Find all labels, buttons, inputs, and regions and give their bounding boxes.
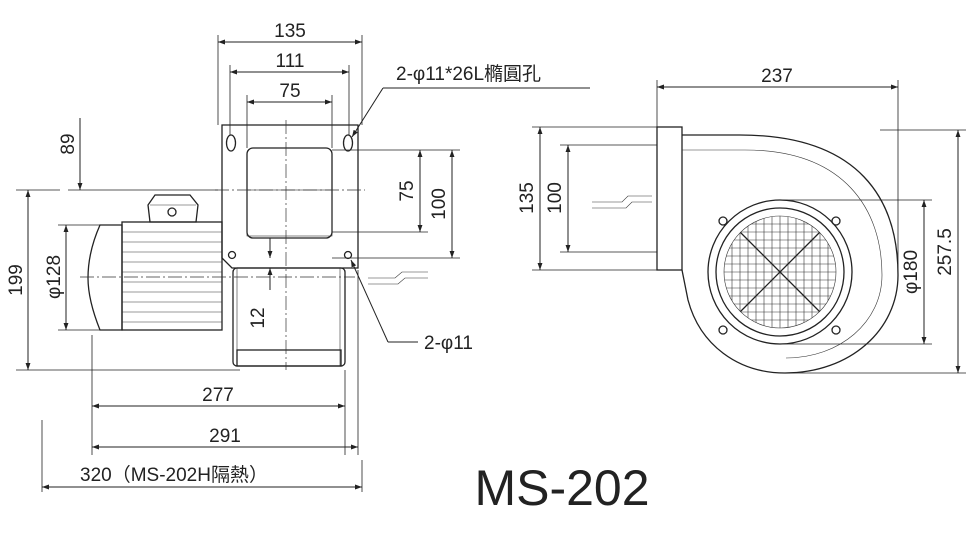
dim-phi180: φ180	[901, 250, 922, 294]
dim-135-right: 135	[517, 182, 538, 214]
side-view	[592, 126, 899, 374]
round-hole-note: 2-φ11	[424, 333, 473, 354]
front-view-dimensions	[16, 35, 590, 492]
dim-320: 320（MS-202H隔熱）	[80, 464, 268, 486]
dim-89: 89	[58, 133, 79, 154]
dim-12: 12	[248, 307, 269, 328]
inlet-mesh	[724, 216, 836, 328]
dim-277: 277	[202, 385, 234, 406]
dim-291: 291	[209, 426, 241, 447]
motor-fins	[122, 231, 222, 323]
dim-75-side: 75	[397, 180, 418, 201]
dim-75-top: 75	[279, 81, 300, 102]
dim-257-5: 257.5	[935, 228, 956, 276]
side-view-dimensions	[532, 80, 966, 374]
dim-199: 199	[6, 264, 27, 296]
dim-100-right: 100	[545, 182, 566, 214]
dim-111: 111	[276, 51, 305, 72]
slot-hole-note: 2-φ11*26L橢圓孔	[396, 63, 541, 85]
model-number: MS-202	[474, 460, 649, 516]
dim-237: 237	[761, 66, 793, 87]
dim-phi128: φ128	[44, 255, 65, 299]
dim-100-mid: 100	[429, 188, 450, 220]
dim-135-top: 135	[274, 21, 306, 42]
front-view	[80, 120, 428, 370]
